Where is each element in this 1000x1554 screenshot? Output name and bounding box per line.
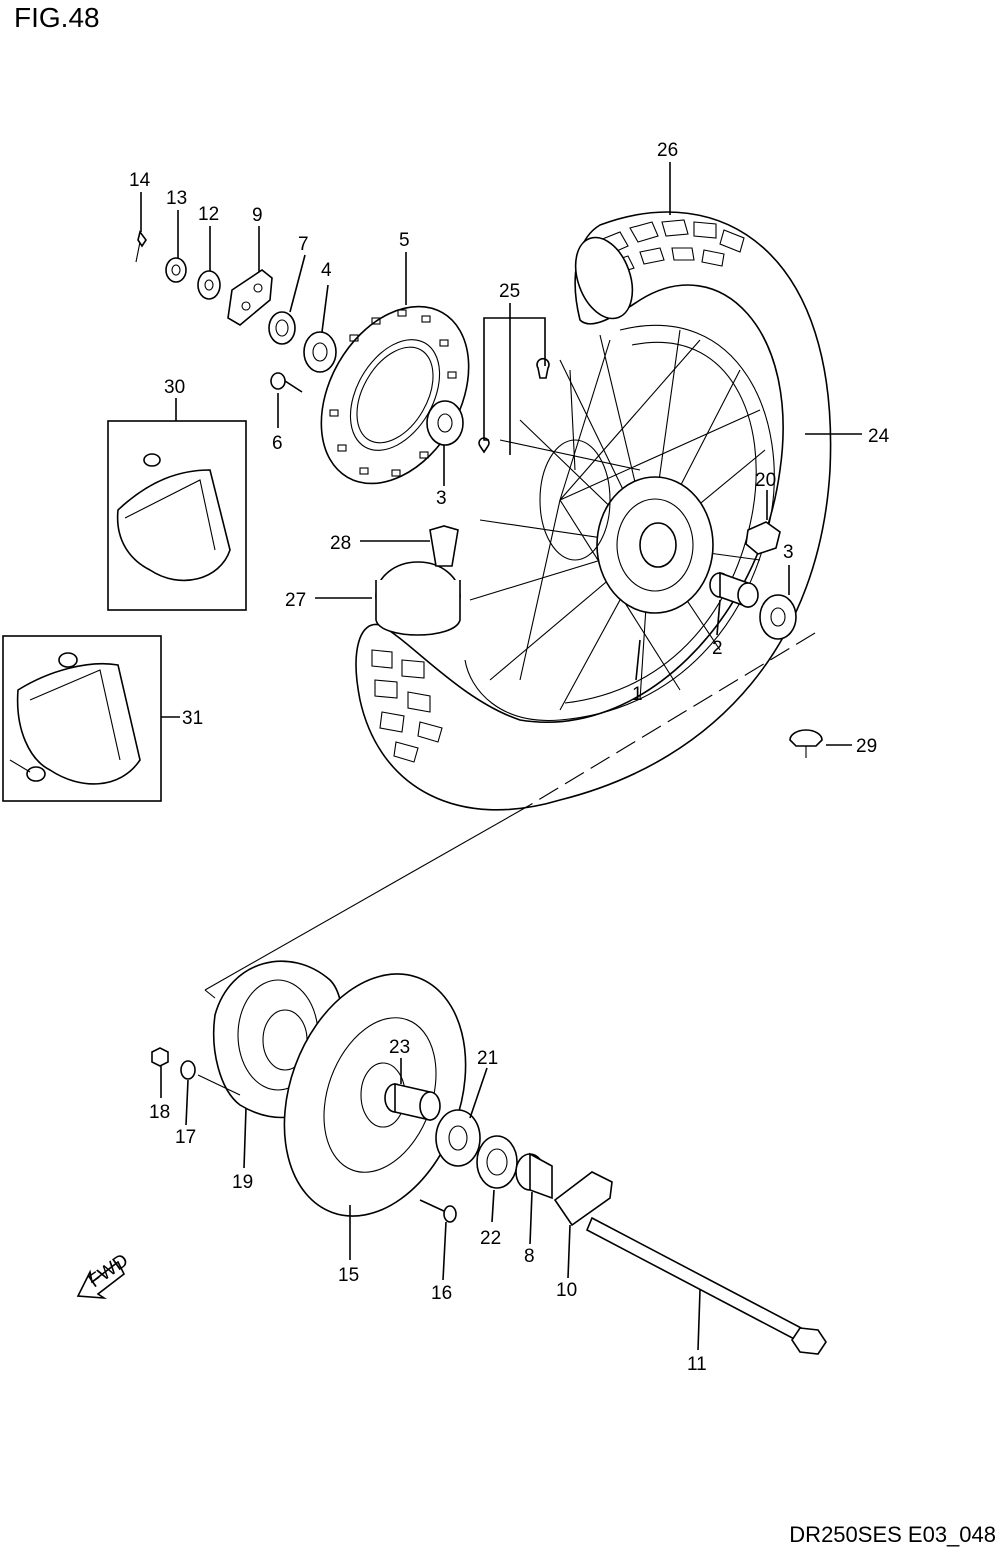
- hardware-right: [709, 521, 823, 758]
- callout: 14: [129, 170, 151, 191]
- callout: 20: [755, 470, 776, 491]
- callout: 17: [175, 1127, 196, 1148]
- figure-title: FIG.48: [14, 2, 100, 33]
- callout: 8: [524, 1246, 535, 1267]
- callout: 12: [198, 204, 219, 225]
- fwd-arrow-icon: FWD: [76, 1250, 132, 1300]
- callout: 2: [712, 638, 723, 659]
- callout-numbers: 1 2 3 3 4 5 6 7 8 9 10 11 12 13 14 15 16…: [129, 140, 890, 1375]
- callout: 16: [431, 1283, 452, 1304]
- rear-wheel-assembly: [355, 211, 832, 811]
- callout: 1: [632, 684, 643, 705]
- leaders-right: [635, 490, 852, 746]
- callout: 28: [330, 533, 351, 554]
- sprocket-assembly: [151, 960, 827, 1355]
- callout: 18: [149, 1102, 170, 1123]
- callout: 22: [480, 1228, 501, 1249]
- callout: 31: [182, 708, 203, 729]
- callout: 29: [856, 736, 877, 757]
- callout: 10: [556, 1280, 577, 1301]
- callout: 13: [166, 188, 187, 209]
- callout: 26: [657, 140, 678, 161]
- callout: 30: [164, 377, 185, 398]
- callout: 23: [389, 1037, 410, 1058]
- callout: 9: [252, 205, 263, 226]
- leaders-lower: [160, 1058, 701, 1351]
- callout: 21: [477, 1048, 498, 1069]
- callout: 27: [285, 590, 306, 611]
- callout: 25: [499, 281, 520, 302]
- chain-guide-box-30: [107, 420, 247, 611]
- leaders-upper: [140, 192, 546, 486]
- chain-guide-box-31: [2, 635, 162, 802]
- callout: 6: [272, 433, 283, 454]
- brake-disc: [320, 305, 470, 485]
- callout: 3: [783, 542, 794, 563]
- callout: 11: [687, 1354, 707, 1375]
- assembly-guide-lines: [204, 632, 816, 999]
- callout: 15: [338, 1265, 359, 1286]
- callout: 4: [321, 260, 332, 281]
- leaders-tube: [315, 540, 430, 599]
- callout: 19: [232, 1172, 253, 1193]
- tube-parts: [375, 525, 461, 636]
- callout: 3: [436, 488, 447, 509]
- wheel-leaders: [669, 162, 862, 435]
- hardware-upper: [135, 230, 550, 454]
- callout: 7: [298, 234, 309, 255]
- callout: 24: [868, 426, 890, 447]
- callout: 5: [399, 230, 410, 251]
- figure-code: DR250SES E03_048: [789, 1522, 996, 1547]
